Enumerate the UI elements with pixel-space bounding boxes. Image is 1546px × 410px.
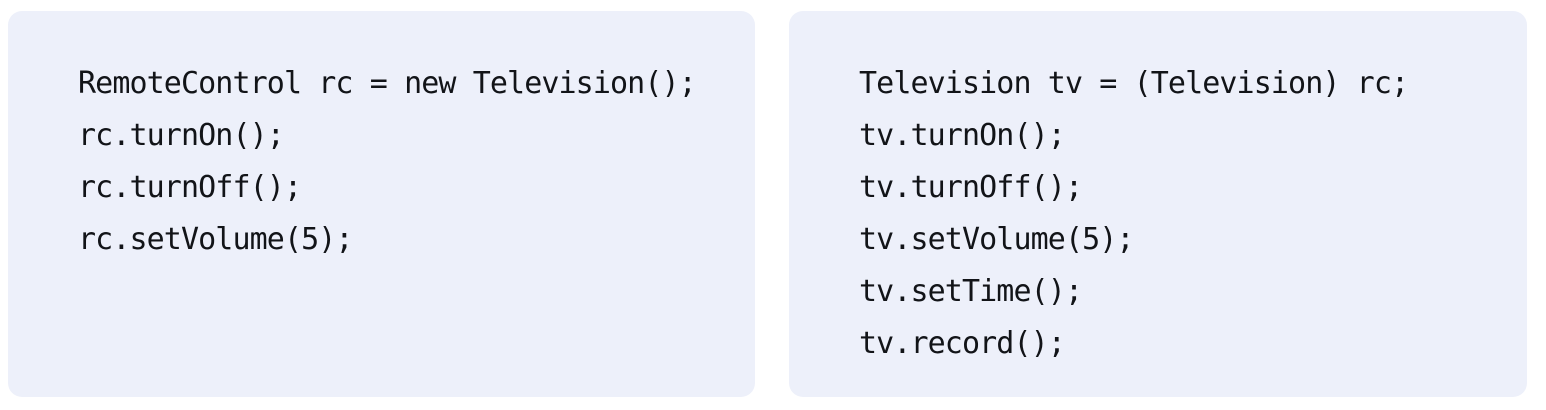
code-line: tv.record(); — [859, 326, 1066, 361]
code-line: tv.turnOn(); — [859, 118, 1066, 153]
code-line: rc.turnOn(); — [78, 118, 285, 153]
code-panel-right: Television tv = (Television) rc; tv.turnO… — [789, 11, 1527, 397]
code-line: tv.setVolume(5); — [859, 222, 1134, 257]
code-line: tv.setTime(); — [859, 274, 1083, 309]
code-line: rc.turnOff(); — [78, 170, 302, 205]
code-block-right: Television tv = (Television) rc; tv.turnO… — [789, 58, 1527, 370]
code-line: RemoteControl rc = new Television(); — [78, 66, 697, 101]
code-line: rc.setVolume(5); — [78, 222, 353, 257]
code-block-left: RemoteControl rc = new Television(); rc.t… — [8, 58, 755, 266]
code-line: tv.turnOff(); — [859, 170, 1083, 205]
code-line: Television tv = (Television) rc; — [859, 66, 1409, 101]
code-panel-left: RemoteControl rc = new Television(); rc.t… — [8, 11, 755, 397]
